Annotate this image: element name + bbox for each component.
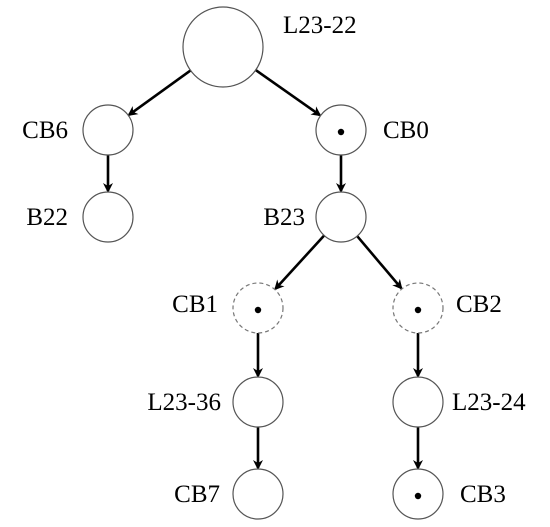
node-label-l23-22: L23-22: [283, 12, 357, 39]
node-l23-24: L23-24: [392, 376, 526, 428]
node-circle-cb7: [232, 468, 284, 520]
node-label-l23-36: L23-36: [147, 389, 221, 416]
node-cb6: CB6: [22, 104, 134, 156]
node-b23: B23: [263, 191, 367, 243]
node-dot-cb3: [414, 492, 422, 500]
node-label-l23-24: L23-24: [452, 389, 526, 416]
node-label-cb7: CB7: [174, 481, 220, 508]
node-label-cb2: CB2: [456, 291, 502, 318]
node-cb0: CB0: [315, 104, 429, 156]
node-circle-b22: [82, 191, 134, 243]
edges: [103, 68, 423, 470]
node-dot-cb0: [337, 128, 345, 136]
node-circle-l23-22: [182, 6, 264, 88]
node-cb2: CB2: [392, 282, 502, 334]
edge-l23-22-to-cb6: [127, 69, 192, 116]
node-circle-cb6: [82, 104, 134, 156]
node-b22: B22: [26, 191, 134, 243]
node-cb7: CB7: [174, 468, 284, 520]
node-circle-l23-24: [392, 376, 444, 428]
edge-l23-22-to-cb0: [254, 68, 322, 117]
node-label-cb1: CB1: [172, 291, 218, 318]
node-dot-cb1: [254, 306, 262, 314]
node-label-b23: B23: [263, 204, 305, 231]
node-circle-b23: [315, 191, 367, 243]
node-cb3: CB3: [392, 468, 506, 520]
node-label-cb0: CB0: [383, 117, 429, 144]
node-l23-36: L23-36: [147, 376, 284, 428]
node-dot-cb2: [414, 306, 422, 314]
node-label-cb3: CB3: [460, 481, 506, 508]
edge-b23-to-cb1: [274, 234, 326, 291]
edge-b23-to-cb2: [356, 235, 403, 290]
node-label-b22: B22: [26, 204, 68, 231]
node-label-cb6: CB6: [22, 117, 68, 144]
node-l23-22: L23-22: [182, 6, 357, 88]
node-circle-l23-36: [232, 376, 284, 428]
node-cb1: CB1: [172, 282, 284, 334]
